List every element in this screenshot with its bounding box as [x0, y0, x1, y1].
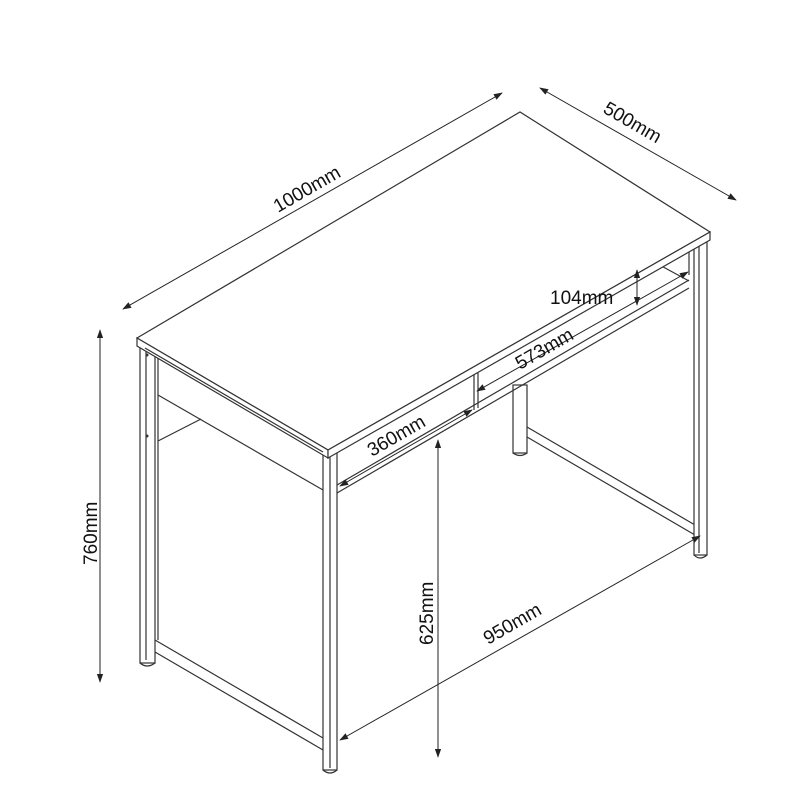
- back-leg: [512, 384, 696, 536]
- desk-drawing: [135, 111, 712, 774]
- table-top: [135, 111, 712, 460]
- legroom-width-dimension-line: [339, 535, 701, 741]
- drawer-height-label: 104mm: [550, 288, 613, 309]
- width-dimension-line: [122, 92, 503, 310]
- drawer-depth-dimension-line: [339, 409, 473, 487]
- left-leg: [139, 344, 324, 751]
- height-label: 760mm: [81, 502, 102, 565]
- legroom-height-label: 625mm: [417, 582, 438, 645]
- width-label: 1000mm: [270, 162, 345, 217]
- front-leg: [322, 451, 338, 774]
- drawer-width-dimension-line: [476, 271, 689, 392]
- right-leg: [688, 239, 708, 559]
- drawer-left-panel: [157, 355, 324, 640]
- depth-dimension-line: [539, 87, 737, 201]
- dimension-lines: [96, 87, 737, 758]
